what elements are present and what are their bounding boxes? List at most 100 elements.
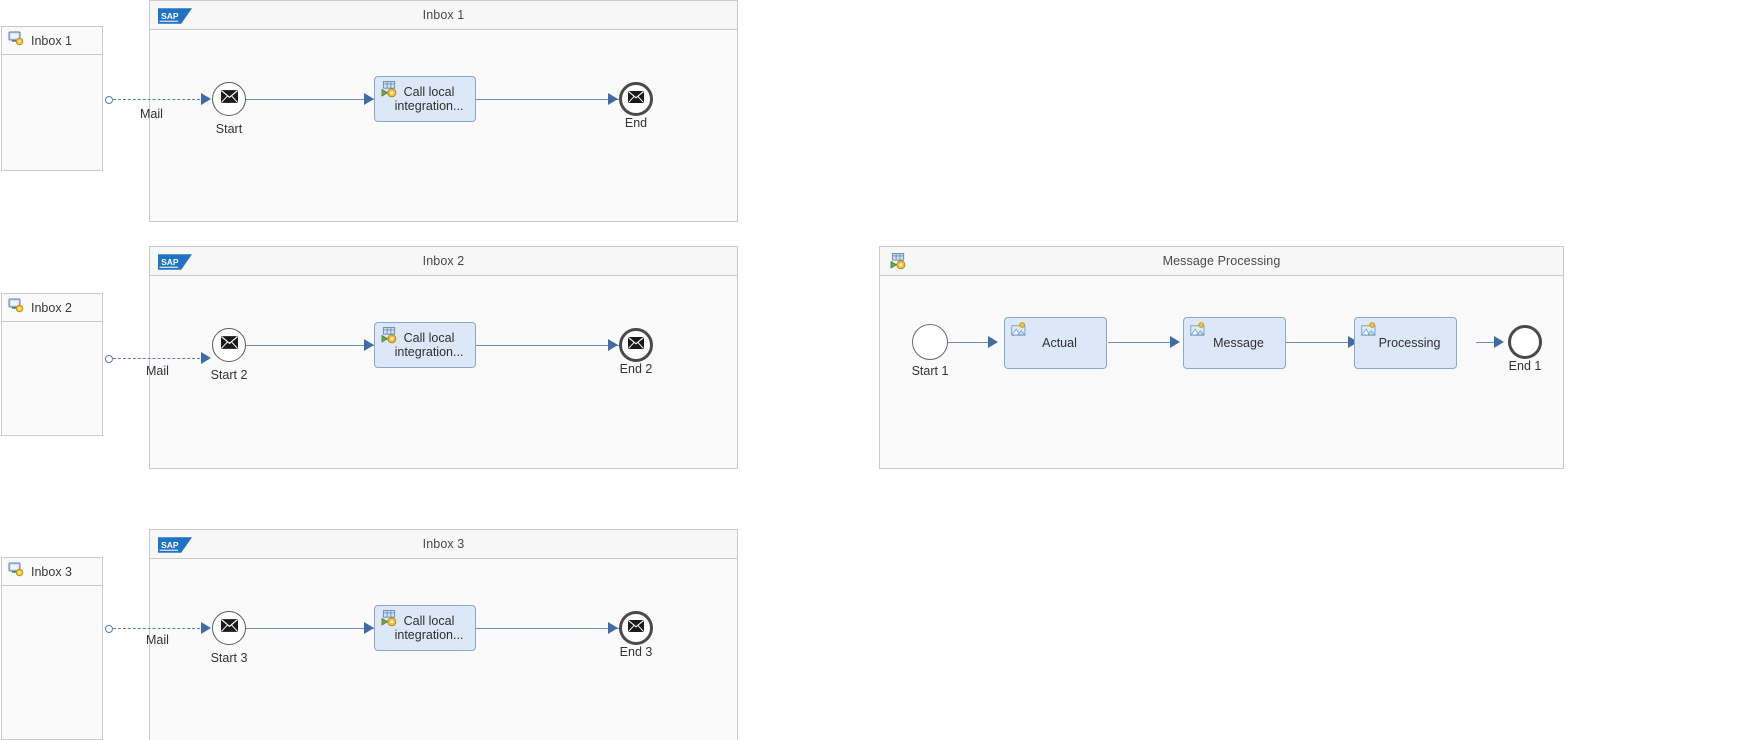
arrow-icon (201, 352, 211, 364)
sap-logo-icon: SAP (158, 537, 192, 553)
arrow-icon (1170, 336, 1180, 348)
arrow-icon (608, 622, 618, 634)
pool-inbox-3-body: Start 3 Call local integration... (150, 559, 737, 740)
message-flow-origin-1 (105, 96, 113, 104)
task-call-local-integration-3-label: Call local integration... (394, 614, 464, 642)
message-flow-origin-2 (105, 355, 113, 363)
envelope-icon (628, 336, 644, 354)
task-processing[interactable]: Processing (1354, 317, 1457, 369)
pool-inbox-1-body: Start Call local integration... (150, 30, 737, 221)
envelope-icon (628, 619, 644, 637)
message-flow-2-label: Mail (146, 364, 169, 378)
start-event-inbox-1[interactable] (212, 82, 246, 116)
message-flow-3-label: Mail (146, 633, 169, 647)
end-event-inbox-2[interactable] (619, 328, 653, 362)
participant-inbox-2-header: Inbox 2 (2, 294, 102, 322)
monitor-gear-icon (8, 30, 24, 51)
svg-text:SAP: SAP (161, 11, 179, 21)
pool-inbox-3-title: Inbox 3 (422, 537, 465, 551)
participant-inbox-1[interactable]: Inbox 1 (1, 26, 103, 171)
participant-inbox-3-body (2, 586, 102, 739)
pool-inbox-1[interactable]: SAP Inbox 1 (149, 0, 738, 222)
sequence-flow-processing-to-end1 (1476, 342, 1500, 343)
pool-message-processing-title: Message Processing (1162, 254, 1281, 268)
start-event-inbox-1-label: Start (215, 122, 243, 136)
start-event-inbox-2[interactable] (212, 328, 246, 362)
monitor-gear-icon (8, 297, 24, 318)
participant-inbox-1-body (2, 55, 102, 170)
start-event-message-processing-label: Start 1 (911, 364, 949, 378)
participant-inbox-2-label: Inbox 2 (31, 300, 73, 315)
message-flow-1 (113, 99, 205, 100)
task-message[interactable]: Message (1183, 317, 1286, 369)
envelope-icon (220, 619, 238, 637)
message-flow-3 (113, 628, 205, 629)
pool-inbox-3[interactable]: SAP Inbox 3 St (149, 529, 738, 740)
participant-inbox-2-body (2, 322, 102, 435)
arrow-icon (608, 339, 618, 351)
sequence-flow-task-to-end (476, 628, 622, 629)
message-flow-origin-3 (105, 625, 113, 633)
message-flow-1-label: Mail (140, 107, 163, 121)
task-call-local-integration-3[interactable]: Call local integration... (374, 605, 476, 651)
arrow-icon (608, 93, 618, 105)
pool-inbox-1-header: SAP Inbox 1 (150, 1, 737, 30)
process-call-icon (380, 81, 398, 99)
task-call-local-integration-1-label: Call local integration... (394, 85, 464, 113)
end-event-inbox-1-label: End (624, 116, 648, 130)
end-event-message-processing-label: End 1 (1508, 359, 1542, 373)
end-event-inbox-3-label: End 3 (619, 645, 653, 659)
sequence-flow-task-to-end (476, 99, 622, 100)
sap-logo-icon: SAP (158, 254, 192, 270)
svg-text:SAP: SAP (161, 540, 179, 550)
svg-text:SAP: SAP (161, 257, 179, 267)
task-processing-label: Processing (1378, 336, 1441, 350)
pool-message-processing-header: Message Processing (880, 247, 1563, 276)
mapping-icon (1360, 322, 1378, 340)
end-event-message-processing[interactable] (1508, 325, 1542, 359)
task-message-label: Message (1213, 336, 1264, 350)
envelope-icon (628, 90, 644, 108)
envelope-icon (220, 90, 238, 108)
pool-inbox-2-body: Start 2 Call local integration... (150, 276, 737, 468)
monitor-gear-icon (8, 561, 24, 582)
participant-inbox-1-label: Inbox 1 (31, 33, 73, 48)
sequence-flow-actual-to-message (1108, 342, 1176, 343)
sequence-flow-start-to-task (246, 345, 374, 346)
task-call-local-integration-2-label: Call local integration... (394, 331, 464, 359)
sequence-flow-start-to-task (246, 628, 374, 629)
envelope-icon (220, 336, 238, 354)
message-flow-2 (113, 358, 205, 359)
arrow-icon (364, 339, 374, 351)
start-event-message-processing[interactable] (912, 324, 948, 360)
end-event-inbox-3[interactable] (619, 611, 653, 645)
arrow-icon (1348, 336, 1358, 348)
process-call-icon (890, 253, 908, 271)
task-call-local-integration-1[interactable]: Call local integration... (374, 76, 476, 122)
start-event-inbox-3[interactable] (212, 611, 246, 645)
sequence-flow-message-to-processing (1286, 342, 1354, 343)
participant-inbox-3-header: Inbox 3 (2, 558, 102, 586)
arrow-icon (201, 93, 211, 105)
participant-inbox-3[interactable]: Inbox 3 (1, 557, 103, 740)
process-call-icon (380, 610, 398, 628)
pool-inbox-2-title: Inbox 2 (422, 254, 465, 268)
arrow-icon (988, 336, 998, 348)
end-event-inbox-1[interactable] (619, 82, 653, 116)
task-actual[interactable]: Actual (1004, 317, 1107, 369)
pool-message-processing[interactable]: Message Processing Start 1 (879, 246, 1564, 469)
start-event-inbox-2-label: Start 2 (210, 368, 248, 382)
start-event-inbox-3-label: Start 3 (210, 651, 248, 665)
process-call-icon (380, 327, 398, 345)
sap-logo-icon: SAP (158, 8, 192, 24)
participant-inbox-2[interactable]: Inbox 2 (1, 293, 103, 436)
task-call-local-integration-2[interactable]: Call local integration... (374, 322, 476, 368)
pool-inbox-2-header: SAP Inbox 2 (150, 247, 737, 276)
sequence-flow-start-to-task (246, 99, 374, 100)
arrow-icon (364, 93, 374, 105)
arrow-icon (201, 622, 211, 634)
arrow-icon (1494, 336, 1504, 348)
pool-inbox-3-header: SAP Inbox 3 (150, 530, 737, 559)
pool-inbox-2[interactable]: SAP Inbox 2 St (149, 246, 738, 469)
